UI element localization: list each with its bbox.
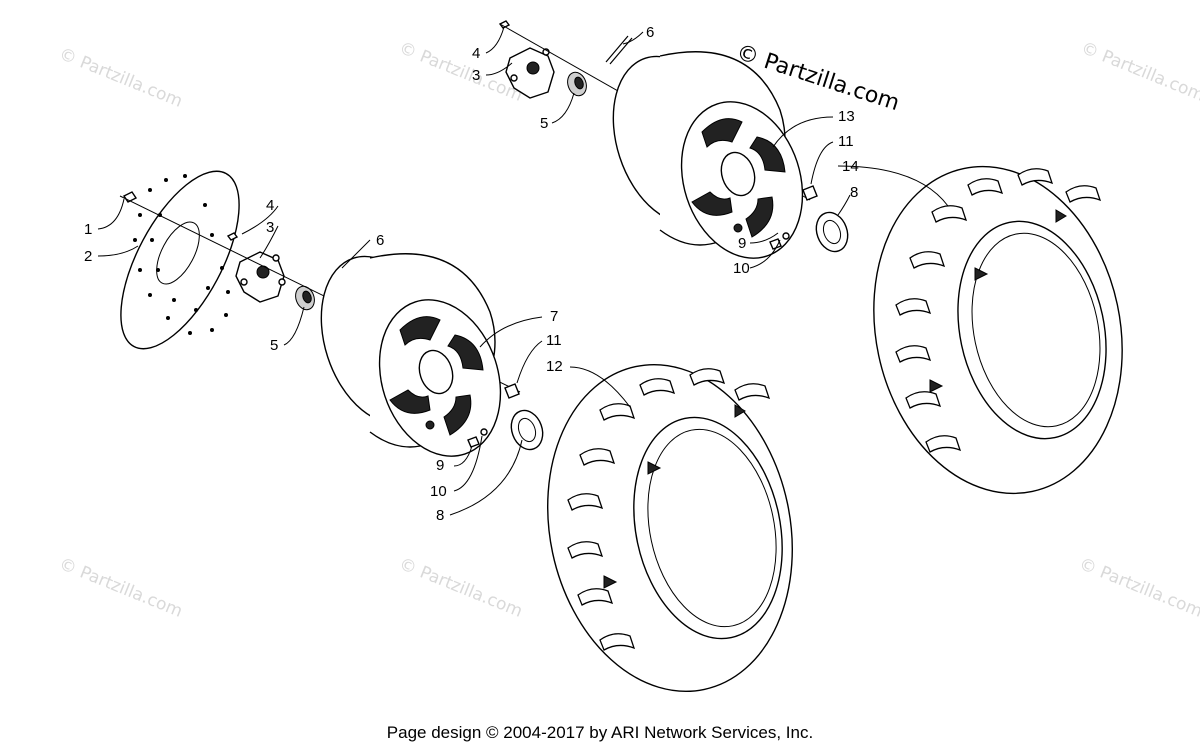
lug-nut-rear — [802, 185, 818, 201]
watermark: © Partzilla.com — [56, 554, 185, 622]
callout-6: 6 — [376, 232, 384, 249]
lug-nut — [504, 383, 520, 399]
callout-5-rear: 5 — [540, 115, 548, 132]
watermark: © Partzilla.com — [1076, 554, 1200, 622]
leader-lines — [97, 26, 949, 516]
callout-7: 7 — [550, 308, 558, 325]
hub-stud-rear — [498, 20, 511, 29]
callout-5: 5 — [270, 337, 278, 354]
watermark: © Partzilla.com — [1078, 38, 1200, 106]
footer-copyright: Page design © 2004-2017 by ARI Network S… — [387, 723, 813, 742]
wheel-rim-front — [320, 253, 502, 457]
brake-disc — [120, 170, 240, 350]
callout-8-rear: 8 — [850, 184, 858, 201]
watermark: © Partzilla.com — [56, 44, 185, 112]
callout-4-rear: 4 — [472, 45, 480, 62]
callout-10-rear: 10 — [733, 260, 750, 277]
hub-nut-rear — [567, 71, 587, 97]
wheel-hub — [235, 251, 286, 303]
callout-1: 1 — [84, 221, 92, 238]
center-cap-rear — [815, 211, 849, 253]
callout-13: 13 — [838, 108, 855, 125]
callout-8: 8 — [436, 507, 444, 524]
cotter-pin-rear — [605, 35, 633, 65]
hub-stud — [226, 232, 239, 241]
wheel-hub-rear — [505, 47, 555, 99]
valve-stem — [467, 428, 488, 448]
callout-12: 12 — [546, 358, 563, 375]
tire-front — [547, 363, 793, 693]
callout-11: 11 — [546, 332, 562, 349]
callout-3-rear: 3 — [472, 67, 480, 84]
watermark: © Partzilla.com — [396, 554, 525, 622]
callout-6-rear: 6 — [646, 24, 654, 41]
callout-4: 4 — [266, 197, 274, 214]
callout-11-rear: 11 — [838, 133, 854, 150]
center-cap — [510, 409, 544, 451]
callout-9: 9 — [436, 457, 444, 474]
wheel-rim-rear — [612, 51, 804, 259]
callout-9-rear: 9 — [738, 235, 746, 252]
callout-10: 10 — [430, 483, 447, 500]
callout-14: 14 — [842, 158, 859, 175]
valve-stem-rear — [769, 232, 790, 250]
callout-2: 2 — [84, 248, 92, 265]
hub-nut — [295, 285, 315, 311]
tire-rear — [873, 165, 1123, 495]
callout-3: 3 — [266, 219, 274, 236]
